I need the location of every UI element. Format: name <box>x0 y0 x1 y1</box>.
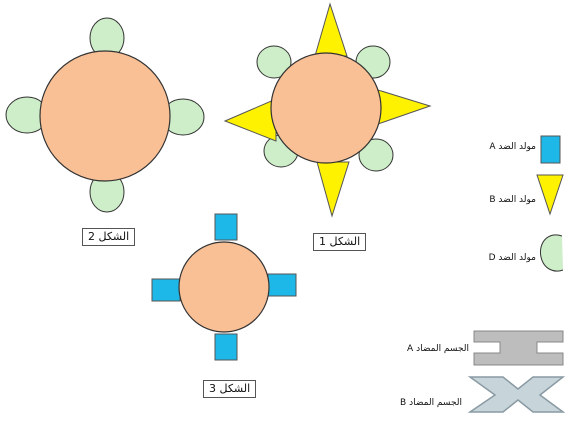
legend-antigen-a-icon <box>540 135 561 164</box>
antigen-b-left <box>223 98 277 142</box>
antigen-a-left <box>151 278 181 302</box>
legend-antibody-a-icon <box>473 330 564 366</box>
legend-antibody-b-icon <box>467 376 565 413</box>
figure-1-cell-group <box>223 2 432 218</box>
antigen-b-bottom <box>316 161 350 218</box>
figure-3-cell-group <box>151 213 297 361</box>
red-blood-cell <box>39 50 171 182</box>
figure-1-label: الشكل 1 <box>313 233 367 251</box>
antigen-a-top <box>214 213 238 241</box>
antigen-b-right <box>377 89 432 125</box>
legend-antigen-d-icon <box>539 234 564 272</box>
red-blood-cell <box>270 52 382 164</box>
legend-symbols <box>467 135 565 413</box>
legend-antigen-b-icon <box>536 174 564 216</box>
figure-2-cell-group <box>5 17 205 213</box>
antigen-d-bottomright <box>358 138 394 172</box>
antigen-a-bottom <box>214 333 238 361</box>
antigen-a-right <box>267 273 297 297</box>
antigen-d-topleft <box>256 45 292 79</box>
legend-antigen-a-label: مولد الضد A <box>489 142 536 152</box>
legend-antibody-b-label: الجسم المضاد B <box>400 398 462 408</box>
legend-antibody-a-label: الجسم المضاد A <box>407 344 469 354</box>
antigen-b-top <box>314 2 348 57</box>
legend-antigen-d-label: مولد الضد D <box>488 253 536 263</box>
legend-antigen-b-label: مولد الضد B <box>489 195 536 205</box>
figure-2-label: الشكل 2 <box>82 228 136 246</box>
figure-3-label: الشكل 3 <box>203 380 257 398</box>
red-blood-cell <box>178 241 270 333</box>
